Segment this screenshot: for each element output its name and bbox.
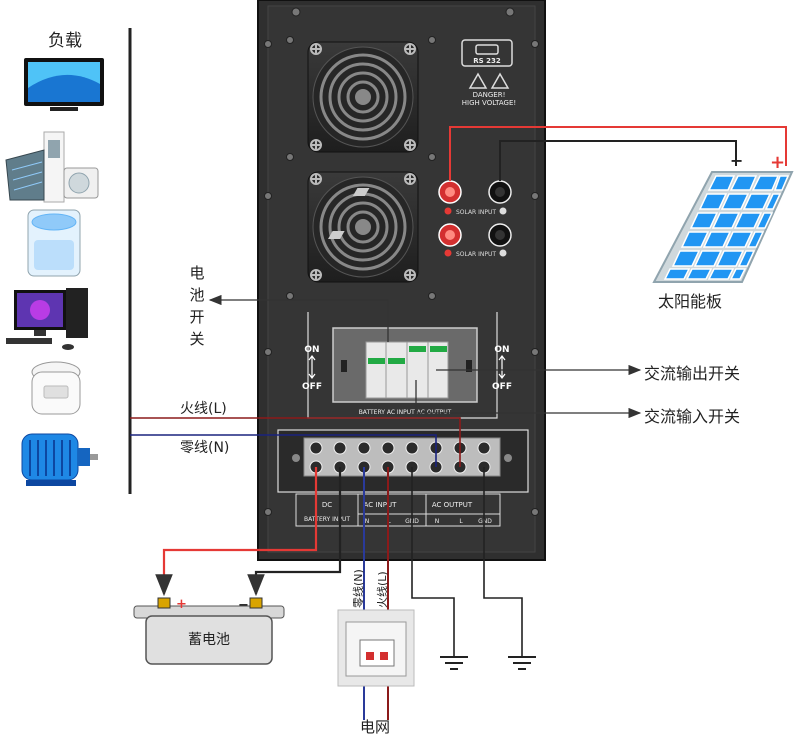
on-off-right: ON OFF [492, 345, 512, 392]
ground-symbol-2 [508, 656, 536, 670]
neutral-wire-label: 零线(N) [180, 440, 230, 456]
desktop-computer-icon [6, 288, 88, 350]
off-label-right: OFF [492, 382, 512, 392]
solar-input-label-2: SOLAR INPUT [456, 251, 496, 258]
battery-switch-char-2: 池 [189, 286, 205, 304]
ac-input-switch-label: 交流输入开关 [644, 407, 741, 426]
loads-title: 负载 [48, 31, 82, 51]
washing-machine-icon [27, 209, 81, 277]
ac-output-gnd-label: GND [478, 518, 492, 525]
on-label-left: ON [304, 345, 319, 355]
ground-wire-input [411, 467, 455, 656]
load-live-wire [130, 417, 461, 467]
battery-switch-char-4: 关 [189, 330, 205, 348]
solar-minus-sign: − [730, 151, 743, 170]
grid-live-label: 火线(L) [376, 571, 389, 608]
ac-output-switch-label: 交流输出开关 [644, 364, 741, 383]
breaker-panel: BATTERY AC INPUT AC OUTPUT [307, 312, 498, 419]
solar-input-2: SOLAR INPUT [328, 223, 512, 258]
ac-input-switch-arrow [415, 380, 642, 419]
battery-plus-sign: + [176, 597, 187, 612]
battery-switch-char-3: 开 [189, 308, 205, 326]
solar-input-1: SOLAR INPUT [352, 180, 512, 216]
battery-switch-arrow [208, 294, 389, 342]
rs232-label: RS 232 [473, 57, 501, 65]
danger-label: DANGER! [473, 91, 506, 99]
air-conditioner-icon [5, 131, 99, 203]
dc-label: DC [322, 501, 332, 509]
ac-output-label: AC OUTPUT [432, 501, 473, 509]
screws [264, 7, 539, 516]
rs232-port: RS 232 [461, 39, 513, 67]
solar-positive-wire [449, 126, 787, 181]
off-label-left: OFF [302, 382, 322, 392]
ac-input-l-label: L [387, 518, 391, 525]
on-off-left: ON OFF [302, 345, 322, 392]
battery-minus-sign: − [238, 598, 249, 613]
ground-symbol-1 [440, 656, 468, 670]
grid-label: 电网 [360, 718, 391, 736]
battery-positive-wire [155, 467, 318, 597]
ground-wire-output [483, 467, 523, 656]
grid-distribution-box [337, 609, 415, 687]
ac-input-n-label: N [365, 518, 370, 525]
solar-negative-wire [499, 140, 737, 181]
battery-switch-char-1: 电 [189, 264, 205, 282]
solar-plus-sign: + [770, 152, 785, 173]
ac-output-l-label: L [459, 518, 463, 525]
ac-input-label: AC INPUT [364, 501, 397, 509]
grid-neutral-label: 零线(N) [352, 569, 365, 608]
high-voltage-label: HIGH VOLTAGE! [462, 99, 516, 107]
rice-cooker-icon [31, 361, 81, 415]
load-neutral-wire [130, 434, 437, 467]
tv-icon [24, 58, 104, 111]
battery-switch-label: 电 池 开 关 [188, 262, 206, 350]
solar-panel-label: 太阳能板 [658, 292, 723, 311]
cooling-fan-bottom [307, 171, 419, 283]
ac-output-n-label: N [435, 518, 440, 525]
electric-motor-icon [21, 433, 98, 486]
battery: + − 蓄电池 [133, 597, 285, 665]
breaker-strip-label: BATTERY AC INPUT AC OUTPUT [359, 409, 452, 416]
solar-panel: − + [652, 151, 794, 283]
danger-warning: DANGER! HIGH VOLTAGE! [462, 72, 516, 107]
cooling-fan-top [307, 41, 419, 153]
solar-input-label-1: SOLAR INPUT [456, 209, 496, 216]
battery-label: 蓄电池 [188, 632, 230, 648]
terminal-block [277, 429, 529, 493]
battery-input-label: BATTERY INPUT [304, 516, 350, 523]
battery-negative-wire [247, 467, 342, 597]
live-wire-label: 火线(L) [180, 401, 227, 417]
terminal-label-panel: DC BATTERY INPUT AC INPUT AC OUTPUT N L … [295, 493, 501, 527]
on-label-right: ON [494, 345, 509, 355]
